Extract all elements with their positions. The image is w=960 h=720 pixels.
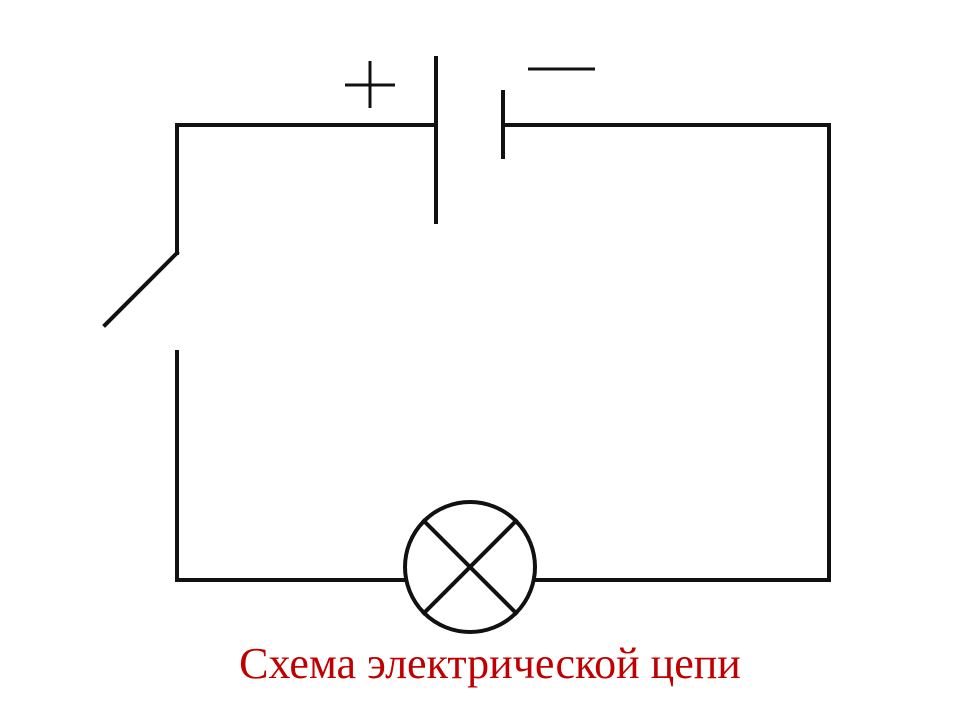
lamp-circle (403, 500, 537, 634)
lamp-cross-2 (421, 518, 519, 616)
battery-symbol (345, 56, 595, 224)
switch-blade (102, 250, 180, 328)
switch-symbol (102, 250, 180, 328)
lamp-symbol (403, 500, 537, 634)
diagram-caption: Схема электрической цепи (239, 639, 741, 688)
plus-sign-icon (345, 61, 395, 108)
